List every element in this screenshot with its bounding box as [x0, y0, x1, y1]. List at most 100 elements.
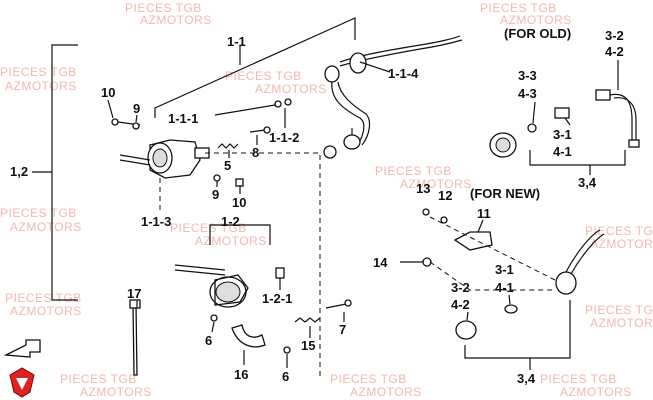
watermark-text: AZMOTORS — [500, 13, 572, 27]
leader-line — [359, 61, 391, 73]
bracket-16 — [231, 324, 266, 348]
watermark-text: PIECES TGB — [480, 1, 557, 15]
label-6-bottom: 6 — [282, 369, 289, 384]
watermark-text: AZMOTORS — [590, 237, 653, 251]
label-8: 8 — [252, 145, 259, 160]
adjuster-1-1-2 — [214, 98, 292, 116]
nut-10-bottom — [235, 178, 244, 187]
label-9-bottom: 9 — [212, 187, 219, 202]
leader-line — [477, 219, 484, 233]
leader-line — [532, 101, 536, 124]
label-10: 10 — [101, 85, 115, 100]
screw-6-left — [210, 314, 218, 322]
watermark-text: AZMOTORS — [5, 79, 77, 93]
label-17: 17 — [127, 286, 141, 301]
label-5: 5 — [224, 158, 231, 173]
watermark-text: AZMOTORS — [255, 82, 327, 96]
label-3-2-old: 3-2 — [605, 28, 624, 43]
dashed-leader — [429, 216, 556, 281]
watermark-text: AZMOTORS — [140, 13, 212, 27]
label-9: 9 — [133, 101, 140, 116]
watermark-text: AZMOTORS — [10, 304, 82, 318]
clip-1-2-1 — [275, 267, 285, 279]
note-for-new: (FOR NEW) — [470, 186, 540, 201]
screw-7 — [325, 299, 352, 309]
dashed-leader — [205, 152, 321, 380]
label-14: 14 — [373, 255, 388, 270]
lens-new — [455, 320, 477, 340]
label-15: 15 — [301, 338, 315, 353]
front-arrow-icon — [3, 339, 41, 358]
washer-9-bottom — [213, 174, 221, 182]
bracket-11 — [453, 231, 493, 251]
washer-12 — [440, 216, 448, 224]
watermark-text: PIECES TGB — [585, 303, 653, 317]
leader-line — [508, 294, 511, 305]
leader-line — [211, 321, 215, 333]
label-13: 13 — [416, 181, 430, 196]
watermark-text: PIECES TGB — [585, 224, 653, 238]
watermark-text: PIECES TGB — [5, 291, 82, 305]
headlight-unit-new — [174, 264, 249, 308]
label-10-bottom: 10 — [232, 195, 246, 210]
leader-line — [564, 117, 571, 126]
watermark-text: PIECES TGB — [225, 69, 302, 83]
label-1-1-1: 1-1-1 — [168, 111, 198, 126]
label-4-3: 4-3 — [518, 86, 537, 101]
label-4-1-new: 4-1 — [495, 280, 514, 295]
label-7: 7 — [339, 322, 346, 337]
label-6: 6 — [205, 333, 212, 348]
leader-line — [107, 99, 114, 119]
bracket-1-1 — [154, 17, 356, 118]
label-1-2: 1,2 — [10, 164, 28, 179]
watermark-text: AZMOTORS — [80, 385, 152, 399]
watermark-text: AZMOTORS — [400, 177, 472, 191]
watermark-text: PIECES TGB — [0, 65, 77, 79]
tgb-logo-icon — [9, 367, 35, 398]
label-1-2-1: 1-2-1 — [262, 291, 292, 306]
bracket-1-2-sub — [209, 224, 271, 245]
label-1-1-4: 1-1-4 — [388, 66, 419, 81]
watermark-text: AZMOTORS — [590, 316, 653, 330]
leader-line — [466, 311, 469, 321]
watermark-text: AZMOTORS — [195, 234, 267, 248]
watermark-text: AZMOTORS — [560, 385, 632, 399]
note-for-old: (FOR OLD) — [504, 26, 571, 41]
label-3-2-new: 3-2 — [451, 280, 470, 295]
screw-6-bottom — [283, 346, 291, 354]
screw-14 — [400, 257, 432, 267]
taillight-new — [555, 229, 605, 295]
washer-9-top — [132, 122, 140, 130]
label-3-3: 3-3 — [518, 68, 537, 83]
headlight-unit-old — [119, 139, 210, 179]
watermark-text: PIECES TGB — [375, 164, 452, 178]
label-12: 12 — [438, 188, 452, 203]
label-1-1-2: 1-1-2 — [269, 130, 299, 145]
watermark-text: PIECES TGB — [0, 206, 77, 220]
label-16: 16 — [234, 367, 248, 382]
spring-5 — [217, 143, 239, 149]
label-3-4-old: 3,4 — [578, 175, 597, 190]
watermark-text: PIECES TGB — [540, 372, 617, 386]
spring-15 — [294, 317, 321, 323]
watermark-text: PIECES TGB — [60, 372, 137, 386]
label-3-1-old: 3-1 — [553, 127, 572, 142]
label-4-1-old: 4-1 — [553, 144, 572, 159]
watermark-text: AZMOTORS — [350, 385, 422, 399]
watermark-text: AZMOTORS — [10, 220, 82, 234]
label-1-1-3: 1-1-3 — [141, 214, 171, 229]
label-4-2-new: 4-2 — [451, 297, 470, 312]
cable-tie-17 — [129, 299, 141, 376]
taillight-old — [489, 89, 640, 158]
label-11: 11 — [477, 206, 491, 221]
label-3-1-new: 3-1 — [495, 262, 514, 277]
bracket-3-4-old — [529, 150, 626, 166]
label-1-1: 1-1 — [227, 34, 246, 49]
watermark-text: PIECES TGB — [125, 1, 202, 15]
wire-harness — [323, 35, 463, 159]
label-3-4-new: 3,4 — [517, 371, 536, 386]
dashed-leader — [429, 261, 555, 291]
watermark-text: PIECES TGB — [330, 372, 407, 386]
